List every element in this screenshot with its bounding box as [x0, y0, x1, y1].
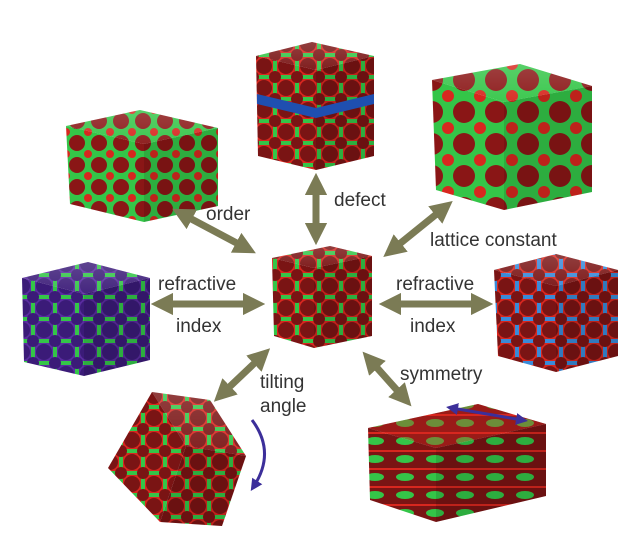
cube-lattice-constant [432, 64, 592, 210]
cube-defect [256, 42, 374, 170]
cube-refractive-index-high [494, 254, 618, 372]
stretch-double-arrow-icon [446, 403, 528, 425]
arrow-tilting [213, 348, 271, 402]
rotation-arrow-icon [250, 419, 266, 492]
label-index-left: index [176, 316, 222, 337]
arrow-symmetry [362, 351, 412, 407]
arrow-order [172, 208, 256, 254]
arrow-lattice-constant [383, 200, 453, 258]
label-angle: angle [260, 396, 307, 417]
label-defect: defect [334, 190, 386, 211]
cube-order [66, 110, 218, 222]
cube-center [272, 246, 372, 348]
cube-symmetry [368, 403, 546, 522]
label-refractive-left: refractive [158, 274, 236, 295]
label-symmetry: symmetry [400, 364, 483, 385]
label-tilting: tilting [260, 372, 304, 393]
cube-refractive-index-low [22, 262, 150, 376]
defect-layer [257, 94, 316, 118]
label-order: order [206, 204, 251, 225]
cube-tilted [108, 392, 266, 526]
label-index-right: index [410, 316, 456, 337]
label-refractive-right: refractive [396, 274, 474, 295]
label-lattice-constant: lattice constant [430, 230, 557, 251]
